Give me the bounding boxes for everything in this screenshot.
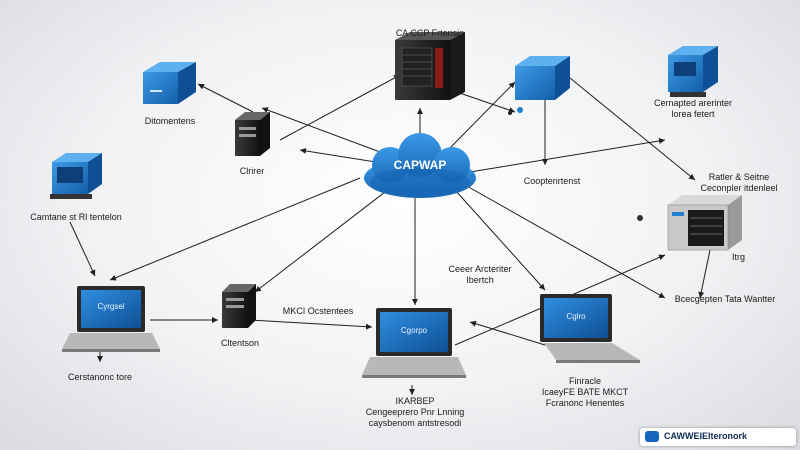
connector-line: [109, 177, 361, 281]
mid-cube-label: Cooptenrtenst: [523, 176, 581, 186]
capwap-cloud: [364, 133, 476, 198]
right-laptop-side-label: Bcecgepten Tata Wantter: [674, 294, 776, 304]
connector-line: [197, 83, 254, 113]
center-laptop-screen-text: Cgorpo: [400, 326, 428, 335]
connector-line: [569, 77, 696, 181]
connector-line: [261, 107, 381, 153]
connector-line: [464, 184, 666, 299]
connector-line: [698, 249, 711, 299]
left-switch-label: Clrirer: [239, 166, 265, 176]
connection-lines: [69, 74, 711, 395]
left-bottom-switch-label: Cltentson: [220, 338, 260, 348]
left-cube-label: Ditomentens: [144, 116, 196, 126]
left-laptop-label: Cerstanonc tore: [67, 372, 133, 382]
left-monitor-icon: [50, 153, 102, 199]
left-bottom-switch-icon: [222, 284, 256, 328]
left-access-point-icon: [143, 62, 196, 104]
mid-access-point-icon: [508, 56, 570, 115]
connector-line: [449, 81, 516, 149]
right-server-tag: Itrg: [732, 252, 746, 262]
right-access-point-icon: [668, 46, 718, 97]
left-laptop-screen-text: Cyrgsel: [97, 302, 125, 311]
brand-badge: CAWWEIElteronork: [640, 428, 796, 446]
mid-switch-label: MKCI Ocstentees: [282, 306, 354, 316]
left-switch-icon: [235, 112, 270, 156]
center-laptop-icon: [362, 308, 466, 378]
connector-line: [454, 189, 546, 291]
connector-line: [254, 191, 386, 293]
right-server-label: Ratler & Seitne Ceconpler itdenleel: [700, 172, 778, 193]
connector-line: [469, 138, 666, 173]
connector-line: [249, 319, 373, 330]
left-laptop-icon: [62, 286, 160, 352]
right-laptop-icon: [540, 294, 640, 363]
right-server-icon: [637, 195, 742, 251]
left-monitor-label: Camtane st Rl tentelon: [30, 212, 122, 222]
right-cube-label: Cernapted arerinter lorea fetert: [653, 98, 733, 119]
center-node-label: Ceeer Arcteriter Ibertch: [448, 264, 512, 285]
center-laptop-label: IKARBEP Cengeeprero Pnr Lnning caysbenom…: [365, 396, 465, 428]
brand-badge-text: CAWWEIElteronork: [664, 431, 748, 441]
right-laptop-screen-text: Cglro: [566, 312, 586, 321]
connector-line: [469, 320, 546, 346]
cloud-label: CAPWAP: [393, 158, 447, 172]
top-server-label: CA CCP Frtensin: [395, 28, 465, 38]
top-server-icon: [395, 32, 465, 100]
connector-line: [69, 221, 96, 277]
connector-line: [279, 74, 401, 141]
brand-logo-icon: [645, 431, 659, 442]
right-laptop-label: Finracle IcaeyFE BATE MKCT Fcranonc Hene…: [541, 376, 629, 408]
